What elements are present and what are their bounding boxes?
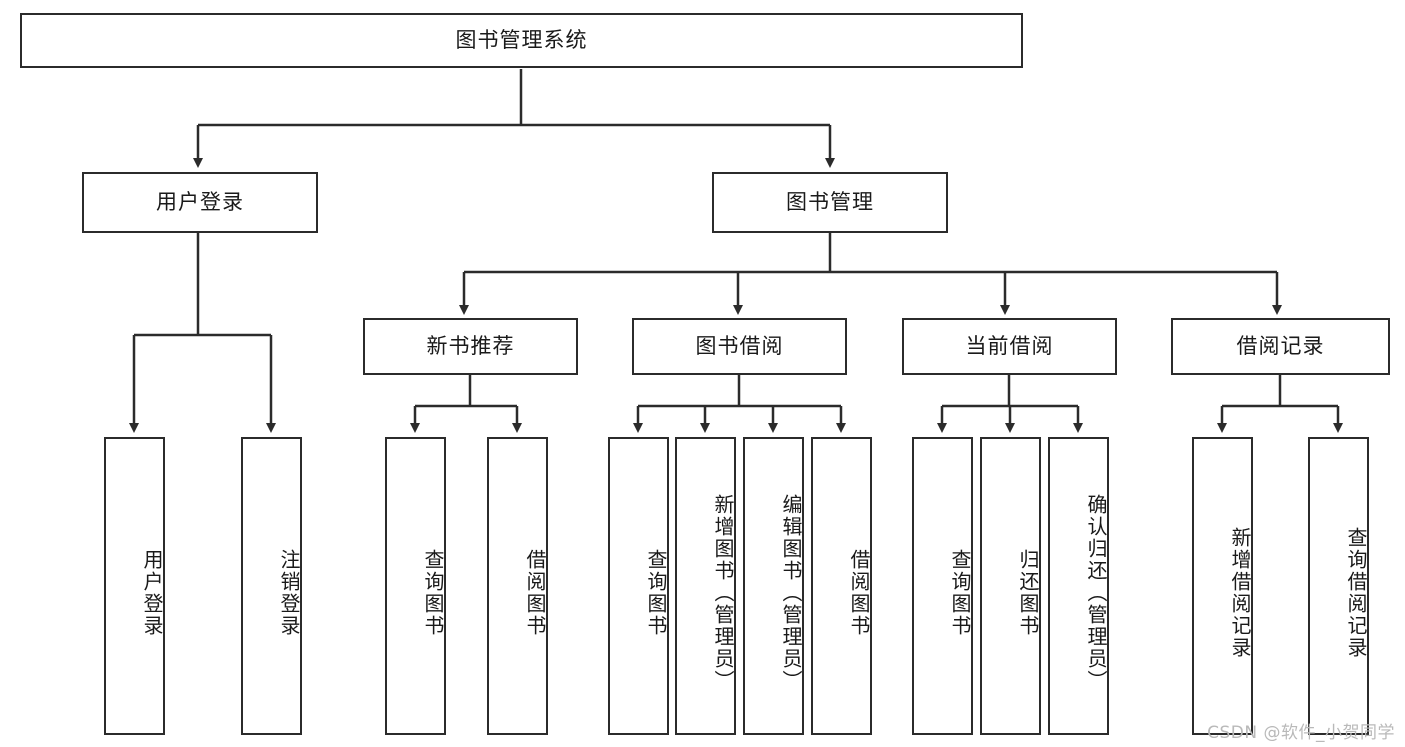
node-label: 借阅记录 [1236,333,1325,358]
leaf-borrow-borrow-book[interactable]: 借阅图书 [811,437,872,735]
node-label: 当前借阅 [965,333,1054,358]
node-label: 编辑图书（管理员） [779,494,803,692]
leaf-newbook-borrow[interactable]: 借阅图书 [487,437,548,735]
node-book-borrow[interactable]: 图书借阅 [632,318,847,375]
node-label: 注销登录 [277,549,301,637]
node-label: 查询图书 [644,549,668,637]
node-label: 借阅图书 [847,549,871,637]
node-label: 新增借阅记录 [1228,527,1252,659]
node-label: 查询借阅记录 [1344,527,1368,659]
node-borrow-record[interactable]: 借阅记录 [1171,318,1390,375]
leaf-record-query[interactable]: 查询借阅记录 [1308,437,1369,735]
node-book-management[interactable]: 图书管理 [712,172,948,233]
node-current-borrow[interactable]: 当前借阅 [902,318,1117,375]
leaf-borrow-query-book[interactable]: 查询图书 [608,437,669,735]
node-label: 查询图书 [421,549,445,637]
node-label: 用户登录 [140,549,164,637]
node-label: 归还图书 [1016,549,1040,637]
node-label: 新增图书（管理员） [711,494,735,692]
node-root-system[interactable]: 图书管理系统 [20,13,1023,68]
node-label: 图书借阅 [695,333,784,358]
node-label: 图书管理 [786,189,874,214]
node-label: 确认归还（管理员） [1084,494,1108,692]
leaf-current-confirm-return-admin[interactable]: 确认归还（管理员） [1048,437,1109,735]
node-label: 查询图书 [948,549,972,637]
leaf-user-logout[interactable]: 注销登录 [241,437,302,735]
leaf-newbook-query[interactable]: 查询图书 [385,437,446,735]
leaf-current-query-book[interactable]: 查询图书 [912,437,973,735]
leaf-current-return-book[interactable]: 归还图书 [980,437,1041,735]
node-user-login[interactable]: 用户登录 [82,172,318,233]
node-label: 图书管理系统 [455,27,588,52]
leaf-borrow-add-book-admin[interactable]: 新增图书（管理员） [675,437,736,735]
watermark: CSDN @软件_小贺同学 [1207,723,1395,743]
leaf-borrow-edit-book-admin[interactable]: 编辑图书（管理员） [743,437,804,735]
node-label: 新书推荐 [426,333,515,358]
leaf-user-login[interactable]: 用户登录 [104,437,165,735]
node-new-book-recommend[interactable]: 新书推荐 [363,318,578,375]
node-label: 用户登录 [156,189,244,214]
node-label: 借阅图书 [523,549,547,637]
leaf-record-add[interactable]: 新增借阅记录 [1192,437,1253,735]
